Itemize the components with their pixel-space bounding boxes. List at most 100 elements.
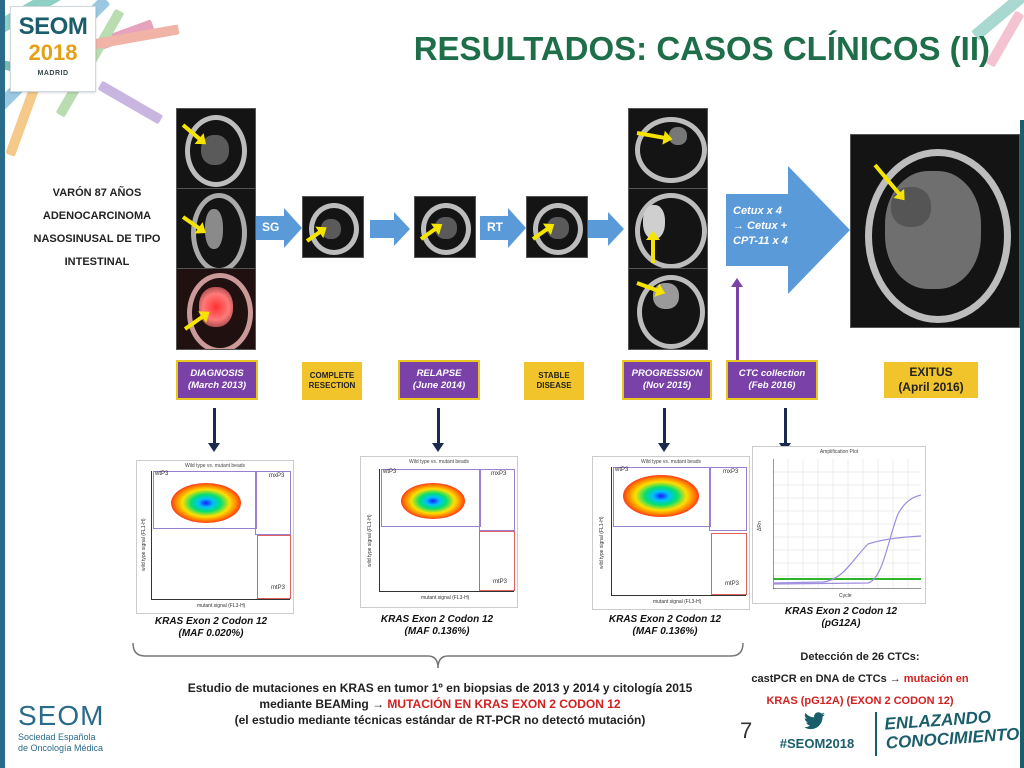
study-summary: Estudio de mutaciones en KRAS en tumor 1…	[140, 680, 740, 728]
gate-mx	[709, 467, 747, 531]
timeline-label: RESECTION	[308, 381, 356, 390]
flow-arrow-sg	[256, 208, 302, 248]
caption-line: (pG12A)	[821, 618, 861, 629]
gate-label: wtP3	[615, 467, 629, 473]
timeline-label: RELAPSE	[416, 368, 462, 379]
x-axis-label: mutant signal (FL3-H)	[653, 599, 702, 605]
slide-title: RESULTADOS: CASOS CLÍNICOS (II)	[413, 30, 990, 67]
gate-label: mtP3	[725, 581, 740, 587]
patient-line: ADENOCARCINOMA	[42, 210, 152, 222]
org-line: Sociedad Española	[18, 732, 96, 742]
beaming-plot-3: Wild type vs. mutant beads wtP3 mxP3 mtP…	[592, 456, 750, 610]
gate-wt	[153, 471, 257, 529]
twitter-bird-icon	[804, 712, 825, 730]
gate-mt	[479, 531, 515, 591]
org-line: de Oncología Médica	[18, 743, 104, 753]
caption-plot-4: KRAS Exon 2 Codon 12 (pG12A)	[766, 606, 916, 630]
timeline-date: (Feb 2016)	[748, 380, 796, 391]
bead-cluster	[171, 483, 241, 523]
patient-line: VARÓN 87 AÑOS	[52, 187, 142, 199]
gate-label: mxP3	[491, 471, 507, 477]
gate-label: mxP3	[269, 473, 285, 479]
org-name: SEOM	[18, 700, 105, 731]
caption-plot-1: KRAS Exon 2 Codon 12 (MAF 0.020%)	[136, 616, 286, 640]
gate-wt	[613, 467, 711, 527]
gate-mx	[479, 469, 515, 531]
y-axis-label: ΔRn	[757, 521, 763, 531]
timeline-date: (Nov 2015)	[642, 380, 692, 391]
detect-highlight: mutación en	[900, 673, 969, 685]
amplification-plot: Amplification Plot Cycle ΔRn	[752, 446, 926, 604]
gate-mt	[711, 533, 747, 595]
timeline-date: (March 2013)	[187, 380, 247, 391]
gate-label: mtP3	[493, 579, 508, 585]
caption-plot-2: KRAS Exon 2 Codon 12 (MAF 0.136%)	[362, 614, 512, 638]
plot-title: Wild type vs. mutant beads	[640, 459, 702, 465]
study-line: Estudio de mutaciones en KRAS en tumor 1…	[187, 681, 693, 695]
timeline-date: (June 2014)	[412, 380, 466, 391]
logo-city: MADRID	[37, 70, 69, 77]
left-accent-bar	[0, 0, 5, 768]
detect-text: castPCR en DNA de CTCs	[751, 673, 890, 685]
down-arrow-icon	[779, 408, 791, 452]
timeline-label: EXITUS	[909, 365, 953, 379]
caption-line: KRAS Exon 2 Codon 12	[154, 616, 268, 627]
right-accent-bar	[1020, 120, 1024, 768]
study-highlight: MUTACIÓN EN KRAS EXON 2 CODON 12	[384, 697, 621, 711]
detect-line: Detección de 26 CTCs:	[800, 651, 920, 663]
amp-curve-1	[773, 535, 921, 584]
timeline-label: COMPLETE	[309, 371, 355, 380]
plot-title: Wild type vs. mutant beads	[184, 463, 246, 469]
ct-scan-diagnosis-1	[176, 108, 256, 190]
logo-year: 2018	[28, 40, 78, 65]
ct-scan-diagnosis-2	[176, 188, 256, 270]
study-line-2: mediante BEAMing → MUTACIÓN EN KRAS EXON…	[140, 696, 740, 712]
patient-info: VARÓN 87 AÑOS ADENOCARCINOMA NASOSINUSAL…	[22, 182, 172, 274]
caption-line: (MAF 0.136%)	[404, 626, 470, 637]
treatment-text: Cetux x 4 → Cetux + CPT-11 x 4	[733, 204, 823, 249]
caption-line: (MAF 0.136%)	[632, 626, 698, 637]
detect-line-2: castPCR en DNA de CTCs → mutación en	[740, 668, 980, 690]
seom2018-logo: SEOM 2018 MADRID	[10, 6, 96, 92]
y-axis-label: wild type signal (FL1-H)	[367, 514, 373, 567]
page-number: 7	[740, 718, 753, 743]
flow-label-sg: SG	[262, 220, 280, 234]
flow-arrow-rt	[480, 208, 526, 248]
gate-label: wtP3	[383, 469, 397, 475]
amp-curve-2	[773, 494, 921, 585]
ctc-detection: Detección de 26 CTCs: castPCR en DNA de …	[740, 646, 980, 712]
seom-footer-logo: SEOM Sociedad Española de Oncología Médi…	[18, 700, 104, 754]
plot-title: Wild type vs. mutant beads	[408, 459, 470, 465]
timeline-exitus: EXITUS(April 2016)	[884, 362, 978, 398]
logo-name: SEOM	[18, 13, 88, 40]
ct-scan-exitus	[850, 134, 1020, 328]
plot-axes	[379, 469, 514, 592]
flow-arrow-2	[370, 212, 410, 246]
caption-line: (MAF 0.020%)	[178, 628, 244, 639]
footer-separator	[875, 712, 877, 756]
flow-label-rt: RT	[487, 220, 503, 234]
timeline-diagnosis: DIAGNOSIS(March 2013)	[176, 360, 258, 400]
down-arrow-icon	[658, 408, 670, 452]
treatment-line: Cetux x 4	[733, 205, 782, 217]
treatment-line: CPT-11 x 4	[733, 235, 788, 247]
timeline-progression: PROGRESSION(Nov 2015)	[622, 360, 712, 400]
plot-title: Amplification Plot	[819, 449, 859, 455]
amplification-curves	[773, 459, 921, 589]
gate-wt	[381, 469, 481, 527]
arrow-right-icon: →	[372, 697, 385, 711]
gate-label: wtP3	[155, 471, 169, 477]
caption-line: KRAS Exon 2 Codon 12	[784, 606, 898, 617]
caption-plot-3: KRAS Exon 2 Codon 12 (MAF 0.136%)	[590, 614, 740, 638]
gate-mx	[255, 471, 291, 535]
arrow-right-icon: →	[889, 673, 901, 685]
x-axis-label: Cycle	[839, 593, 852, 599]
ct-scan-stable	[526, 196, 588, 258]
patient-line: NASOSINUSAL DE TIPO	[33, 233, 161, 245]
timeline-relapse: RELAPSE(June 2014)	[398, 360, 480, 400]
study-line: (el estudio mediante técnicas estándar d…	[234, 713, 646, 727]
ct-scan-progression-2	[628, 188, 708, 270]
flow-arrow-4	[588, 212, 624, 246]
treatment-line: → Cetux +	[733, 220, 788, 232]
